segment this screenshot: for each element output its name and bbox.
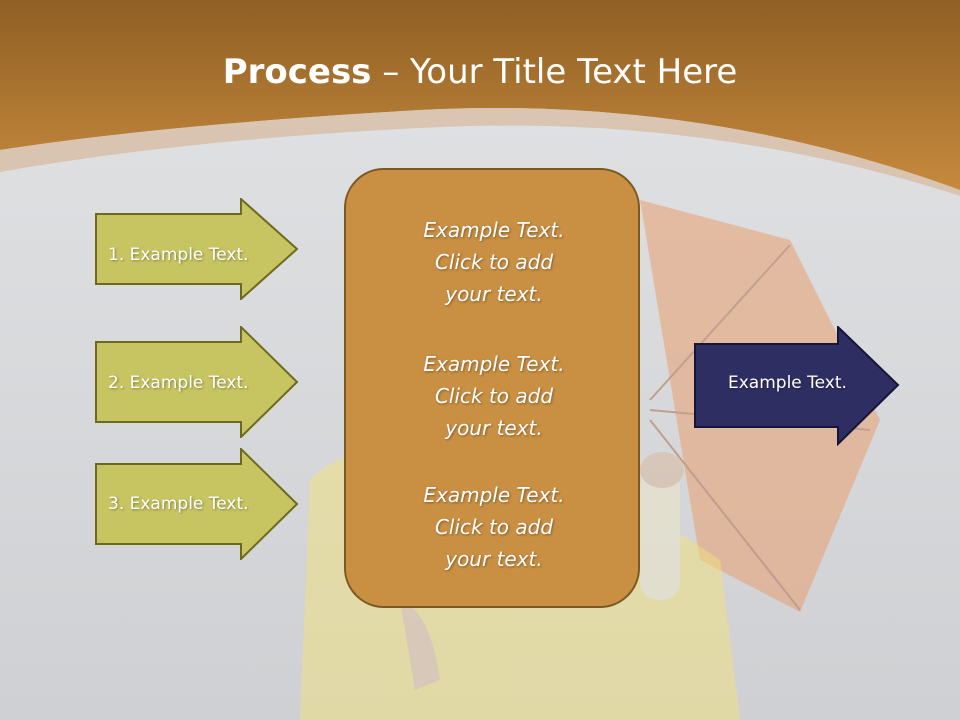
panel-item-2-line-1: Example Text. — [423, 352, 565, 376]
panel-item-2-line-2: Click to add — [434, 384, 554, 408]
left-arrow-3-label: 3. Example Text. — [108, 494, 249, 514]
panel-item-3-line-3: your text. — [445, 547, 543, 571]
slide-title: Process – Your Title Text Here — [0, 52, 960, 92]
panel-item-1-line-1: Example Text. — [423, 218, 565, 242]
panel-item-3: Example Text. Click to add your text. — [346, 479, 642, 575]
right-arrow-shape — [694, 326, 900, 446]
panel-item-2: Example Text. Click to add your text. — [346, 348, 642, 444]
center-text-panel: Example Text. Click to add your text. Ex… — [344, 168, 640, 608]
panel-item-1-line-3: your text. — [445, 282, 543, 306]
right-arrow-label: Example Text. — [728, 373, 847, 393]
left-arrow-3-shape — [95, 448, 299, 560]
left-arrow-1-label: 1. Example Text. — [108, 245, 249, 265]
panel-item-2-line-3: your text. — [445, 416, 543, 440]
left-arrow-2-label: 2. Example Text. — [108, 373, 249, 393]
title-bold-part: Process — [222, 52, 372, 92]
left-arrow-1-shape — [95, 198, 299, 300]
panel-item-3-line-2: Click to add — [434, 515, 554, 539]
panel-item-3-line-1: Example Text. — [423, 483, 565, 507]
left-arrow-2-shape — [95, 326, 299, 438]
panel-item-1-line-2: Click to add — [434, 250, 554, 274]
panel-item-1: Example Text. Click to add your text. — [346, 214, 642, 310]
title-rest-part: – Your Title Text Here — [371, 52, 738, 92]
